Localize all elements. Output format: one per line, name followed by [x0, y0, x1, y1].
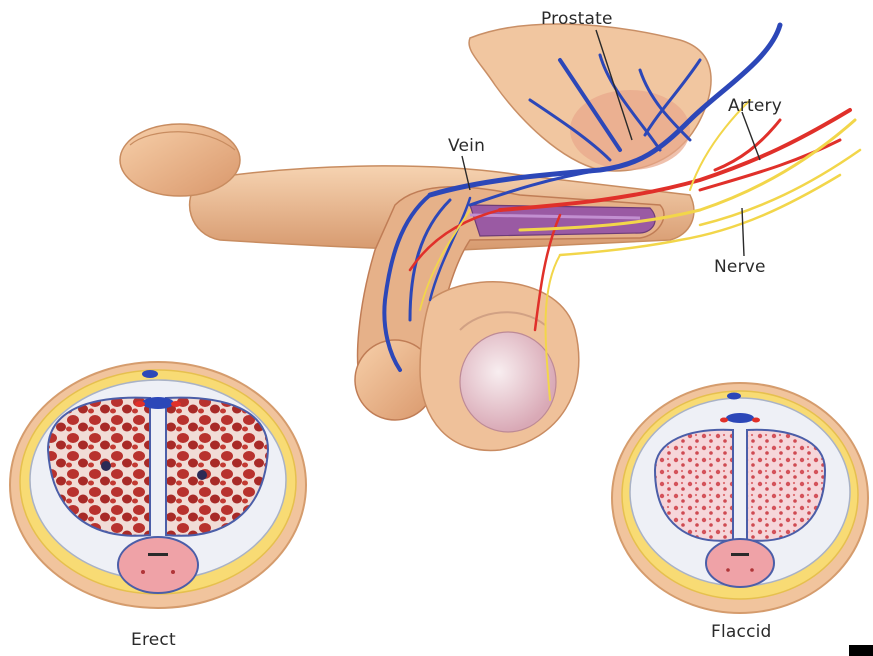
label-artery: Artery [728, 96, 782, 116]
label-nerve: Nerve [714, 257, 766, 277]
erect-cross-section [10, 362, 306, 608]
label-vein: Vein [448, 136, 485, 156]
corner-marker [849, 645, 873, 656]
label-prostate: Prostate [541, 9, 613, 29]
scrotum [420, 282, 579, 451]
label-flaccid: Flaccid [711, 622, 772, 642]
label-erect: Erect [131, 630, 176, 650]
flaccid-cross-section [612, 383, 868, 613]
prostate-region [469, 24, 711, 171]
